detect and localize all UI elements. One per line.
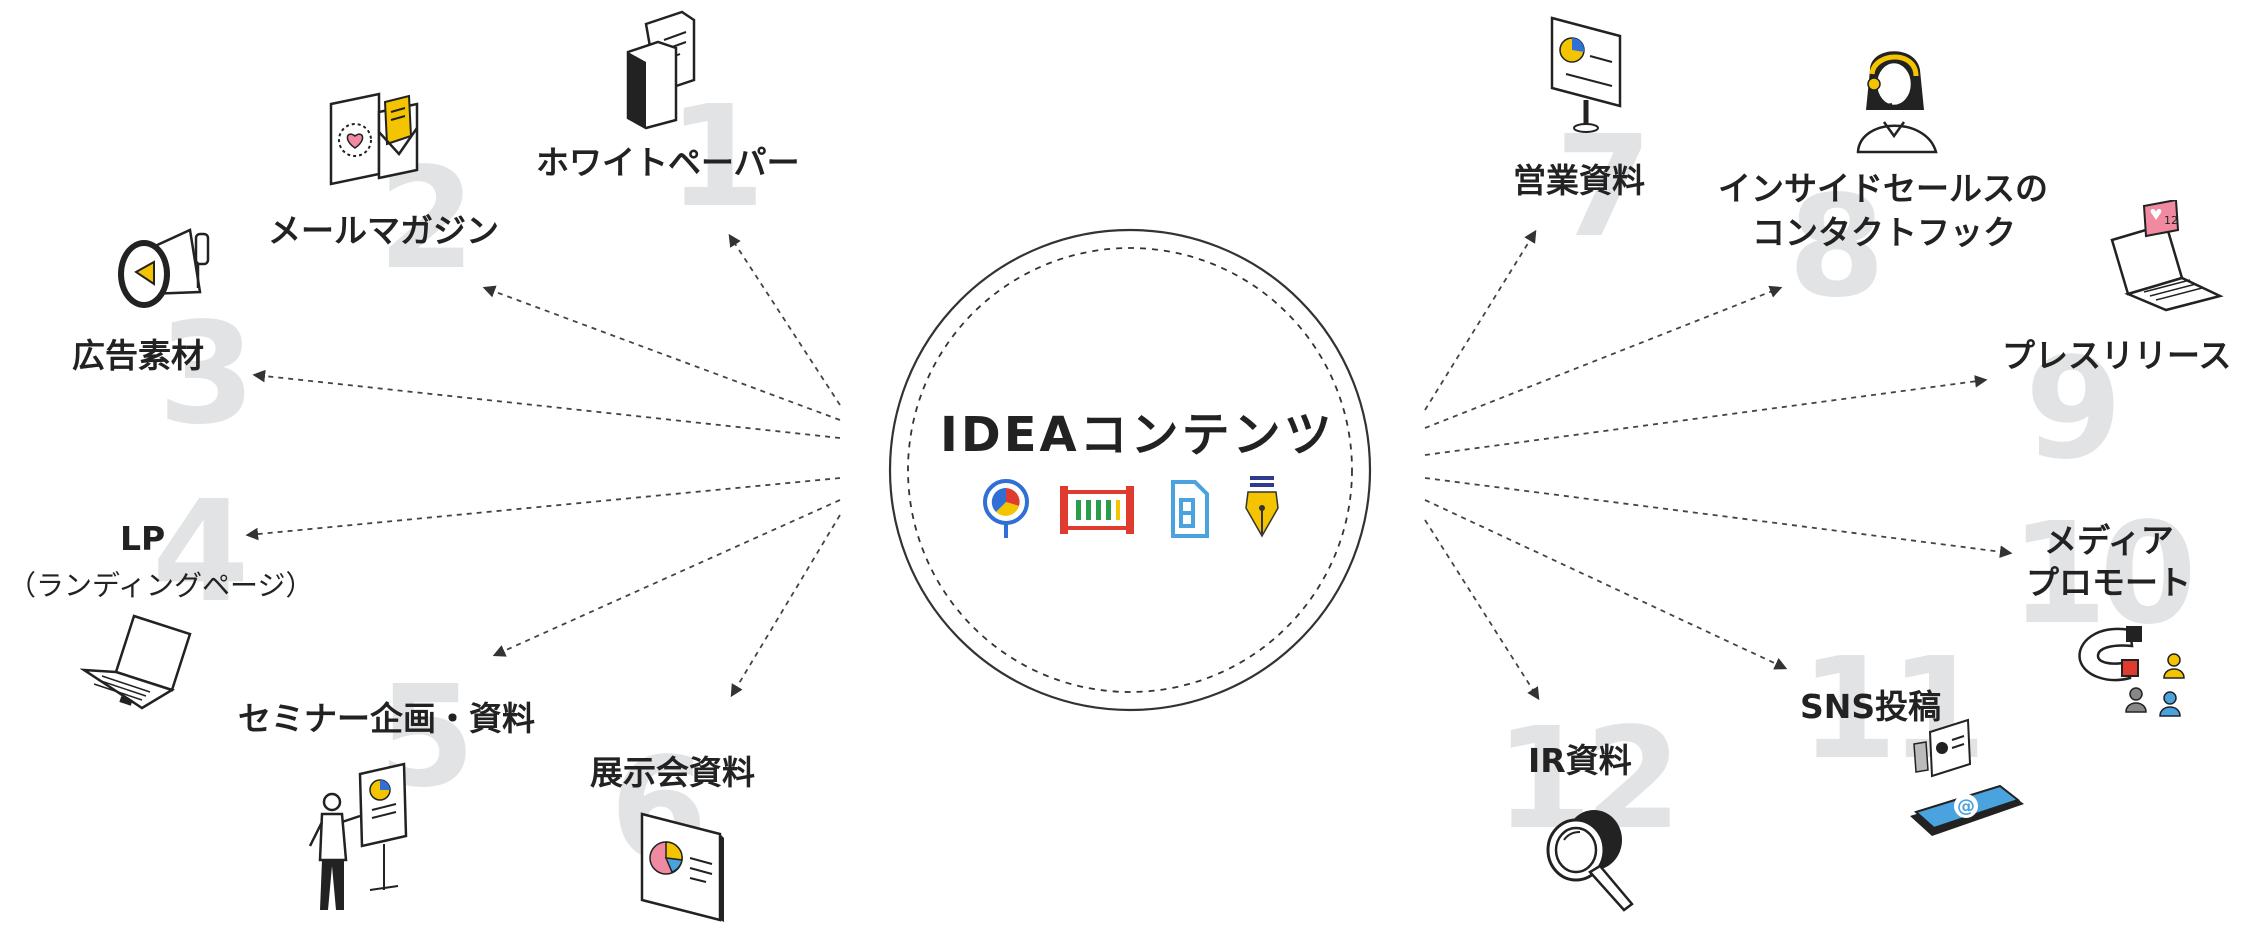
laptop-icon: [80, 614, 192, 710]
item-number-7: 7: [1555, 106, 1652, 269]
hub-inner-circle: [907, 247, 1353, 693]
arrow-4: [245, 477, 841, 541]
laptop-notification-icon: 12: [2110, 200, 2224, 312]
pen-nib-icon: [1245, 476, 1279, 538]
arrow-7: [1424, 229, 1537, 411]
item-label-9: プレスリリース: [2002, 336, 2232, 375]
item-number-8: 8: [1788, 166, 1885, 329]
item-label-8b: コンタクトフック: [1752, 213, 2016, 252]
item-label-2: メールマガジン: [268, 211, 499, 250]
presentation-stand-icon: [1550, 16, 1622, 133]
item-label-1: ホワイトペーパー: [536, 143, 800, 182]
svg-text:@: @: [1957, 796, 1975, 817]
item-label-5: セミナー企画・資料: [238, 699, 535, 738]
svg-text:12: 12: [2164, 214, 2178, 227]
item-label-10b: プロモート: [2026, 563, 2191, 602]
map-pin-chart-icon: [983, 479, 1029, 538]
smartphone-at-icon: @: [1910, 718, 2024, 836]
item-label-10a: メディア: [2044, 521, 2174, 560]
item-label-6: 展示会資料: [590, 753, 755, 792]
pie-chart-panel-icon: [640, 812, 724, 922]
item-number-9: 9: [2025, 328, 2122, 491]
arrow-1: [728, 233, 841, 406]
folder-documents-icon: [626, 10, 696, 130]
item-label-12: IR資料: [1528, 741, 1632, 780]
presenter-board-icon: [308, 762, 408, 910]
hub-title: IDEAコンテンツ: [940, 407, 1335, 463]
headset-operator-icon: [1856, 51, 1938, 154]
item-number-3: 3: [158, 293, 255, 456]
arrow-2: [482, 285, 841, 421]
film-strip-chart-icon: [1060, 486, 1134, 534]
item-number-4: 4: [152, 471, 249, 634]
magnet-people-icon: [2078, 626, 2185, 717]
arrow-11: [1424, 499, 1788, 670]
envelope-heart-icon: [329, 92, 419, 186]
arrow-10: [1424, 477, 2013, 558]
document-icon: [1171, 480, 1209, 538]
item-label-3: 広告素材: [72, 336, 204, 375]
arrow-3: [252, 369, 841, 439]
arrow-12: [1424, 519, 1540, 701]
item-sublabel-4: （ランディングページ）: [8, 569, 314, 602]
item-label-4: LP: [120, 519, 166, 558]
item-number-10: 10: [2010, 493, 2197, 656]
item-label-11: SNS投稿: [1800, 687, 1942, 726]
megaphone-icon: [118, 228, 210, 308]
arrow-9: [1424, 375, 1988, 456]
magnifier-icon: [1546, 810, 1634, 912]
item-number-1: 1: [668, 76, 765, 239]
item-label-7: 営業資料: [1513, 161, 1645, 200]
item-label-8a: インサイドセールスの: [1718, 169, 2048, 208]
arrow-5: [492, 499, 841, 657]
arrow-8: [1424, 285, 1783, 429]
arrow-6: [730, 514, 841, 698]
hub-outer-circle: [888, 228, 1372, 712]
